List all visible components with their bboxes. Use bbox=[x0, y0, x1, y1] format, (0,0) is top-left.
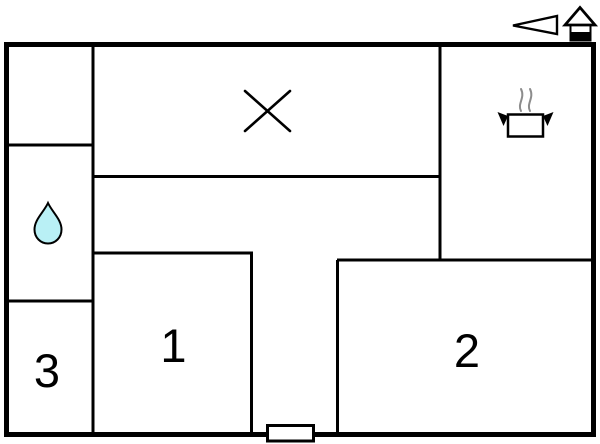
pot-handle-left bbox=[497, 112, 508, 126]
cooking-pot-icon bbox=[497, 88, 554, 138]
house-icon bbox=[561, 5, 599, 42]
outer-wall bbox=[4, 42, 596, 437]
inner-walls bbox=[5, 44, 595, 435]
entrance-door bbox=[266, 424, 315, 443]
direction-triangle-icon bbox=[512, 14, 559, 36]
house-roof bbox=[561, 5, 599, 27]
water-drop-icon bbox=[33, 200, 63, 245]
pot-body bbox=[506, 113, 545, 138]
cross-marker-icon bbox=[243, 89, 292, 133]
room-2-label: 2 bbox=[454, 324, 480, 377]
room-1-label: 1 bbox=[160, 319, 186, 372]
steam-lines bbox=[518, 88, 533, 112]
pot-handle-right bbox=[543, 112, 554, 126]
room-3-label: 3 bbox=[34, 344, 60, 397]
house-body-fill bbox=[569, 32, 592, 42]
